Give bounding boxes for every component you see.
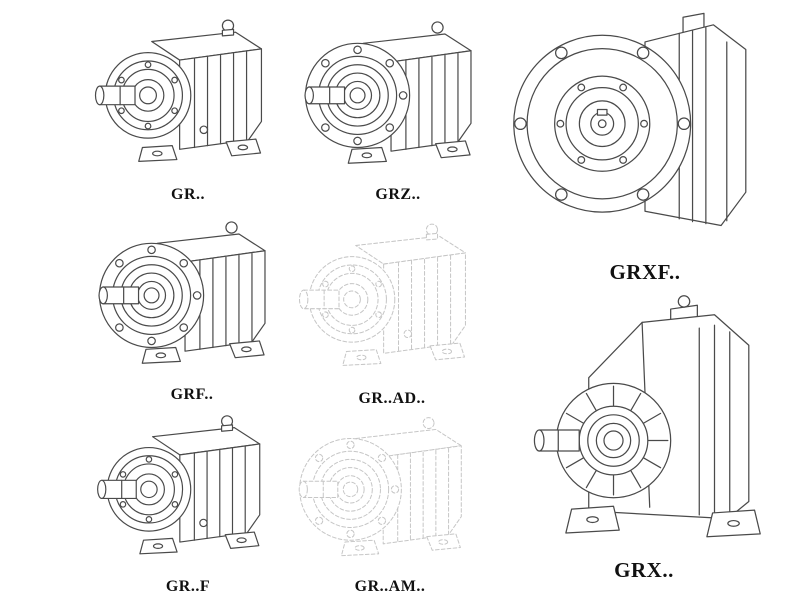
- figure-gr: GR..: [88, 8, 288, 204]
- figure-label-gr-ad: GR..AD..: [358, 390, 426, 407]
- figure-label-gr-f: GR..F: [165, 578, 211, 595]
- gearbox-drawing-grf: [92, 208, 292, 380]
- figure-label-grx: GRX..: [614, 558, 674, 582]
- figure-label-grf: GRF..: [170, 386, 214, 403]
- figure-gr-am: GR..AM..: [290, 404, 490, 596]
- gearbox-drawing-grxf: [502, 2, 788, 254]
- gearbox-drawing-gr: [88, 8, 288, 180]
- figure-grz: GRZ..: [298, 8, 498, 204]
- gearbox-drawing-grx: [498, 290, 790, 552]
- gearbox-drawing-gr-am: [290, 404, 490, 572]
- gearbox-drawing-gr-ad: [292, 212, 492, 384]
- figure-gr-f: GR..F: [88, 404, 288, 596]
- figure-grx: GRX..: [498, 290, 790, 583]
- figure-label-gr: GR..: [171, 186, 205, 203]
- figure-label-grz: GRZ..: [375, 186, 421, 203]
- gearbox-drawing-grz: [298, 8, 498, 180]
- figure-label-gr-am: GR..AM..: [354, 578, 426, 595]
- gearbox-drawing-gr-f: [88, 404, 288, 572]
- figure-gr-ad: GR..AD..: [292, 212, 492, 408]
- figure-label-grxf: GRXF..: [609, 260, 681, 284]
- figure-grxf: GRXF..: [502, 2, 788, 285]
- figure-grf: GRF..: [92, 208, 292, 404]
